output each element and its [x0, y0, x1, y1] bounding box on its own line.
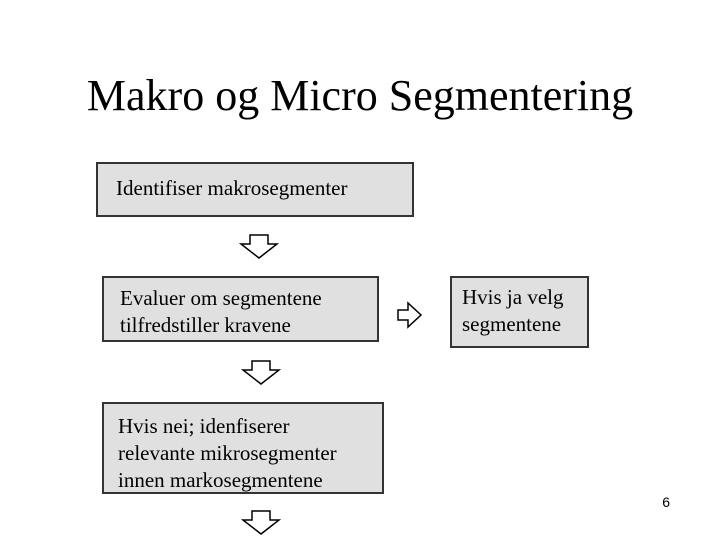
- identify-macrosegments-text: Identifiser makrosegmenter: [116, 176, 348, 200]
- down-arrow-icon: [241, 360, 281, 385]
- no-identify-text-line-2: relevante mikrosegmenter: [118, 441, 337, 465]
- yes-select-text-line-2: segmentene: [462, 312, 562, 336]
- no-identify-text-line-3: innen markosegmentene: [118, 468, 323, 492]
- evaluate-segments-text-line-1: Evaluer om segmentene: [120, 286, 322, 310]
- down-arrow-icon: [241, 510, 281, 535]
- slide-title: Makro og Micro Segmentering: [86, 71, 634, 120]
- evaluate-segments-text-line-2: tilfredstiller kravene: [120, 313, 291, 337]
- identify-macrosegments-box: Identifiser makrosegmenter: [96, 162, 414, 217]
- yes-select-text-line-1: Hvis ja velg: [462, 285, 564, 309]
- no-identify-microsegments-box: Hvis nei; idenfiserer relevante mikroseg…: [102, 402, 384, 494]
- page-number: 6: [662, 494, 670, 510]
- evaluate-segments-box: Evaluer om segmentene tilfredstiller kra…: [102, 276, 379, 342]
- no-identify-text-line-1: Hvis nei; idenfiserer: [118, 414, 290, 438]
- yes-select-segments-box: Hvis ja velg segmentene: [450, 276, 589, 348]
- down-arrow-icon: [239, 234, 279, 259]
- right-arrow-icon: [397, 301, 423, 329]
